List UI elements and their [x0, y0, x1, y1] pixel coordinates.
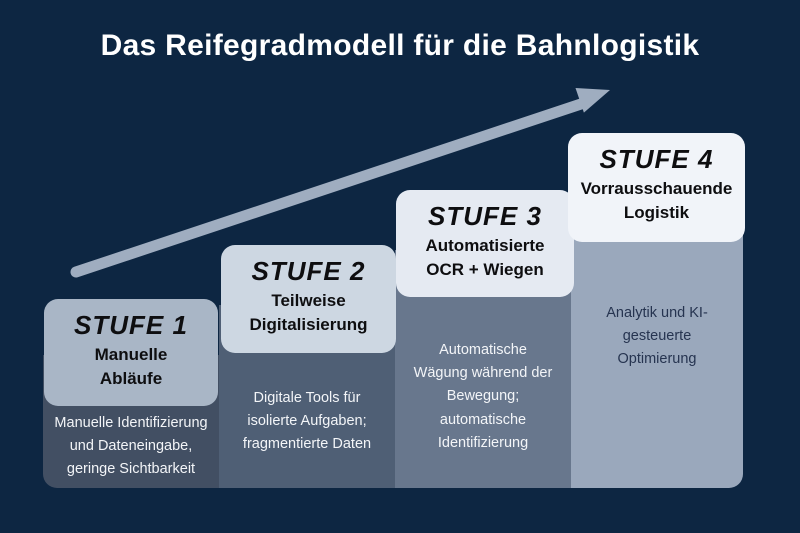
- stufe-2-description: Digitale Tools für isolierte Aufgaben; f…: [242, 390, 372, 453]
- stufe-1-card: STUFE 1 Manuelle Abläufe: [44, 299, 218, 406]
- stufe-3-subtitle: Automatisierte OCR + Wiegen: [425, 236, 545, 280]
- stufe-2-label: STUFE 2: [251, 256, 366, 286]
- growth-arrow-shaft: [70, 97, 590, 278]
- stufe-4-description: Analytik und KI-gesteuerte Optimierung: [606, 305, 708, 368]
- stufe-4-subtitle: Vorrausschauende Logistik: [580, 179, 733, 223]
- stufe-3-label: STUFE 3: [428, 201, 542, 231]
- growth-arrow-head: [575, 88, 610, 113]
- stufe-3-description: Automatische Wägung während der Bewegung…: [413, 342, 553, 451]
- stufe-4-label: STUFE 4: [599, 144, 714, 174]
- stufe-1-description: Manuelle Identifizierung und Dateneingab…: [54, 415, 208, 478]
- stufe-2-subtitle: Teilweise Digitalisierung: [249, 291, 368, 335]
- page-title: Das Reifegradmodell für die Bahnlogistik: [100, 29, 700, 62]
- stufe-4-card: STUFE 4 Vorrausschauende Logistik: [568, 133, 745, 242]
- stufe-1-label: STUFE 1: [74, 310, 188, 340]
- stufe-4-column: [571, 195, 743, 488]
- stufe-3-card: STUFE 3 Automatisierte OCR + Wiegen: [396, 190, 574, 297]
- stufe-1-subtitle: Manuelle Abläufe: [94, 345, 168, 389]
- stufe-2-card: STUFE 2 Teilweise Digitalisierung: [221, 245, 396, 353]
